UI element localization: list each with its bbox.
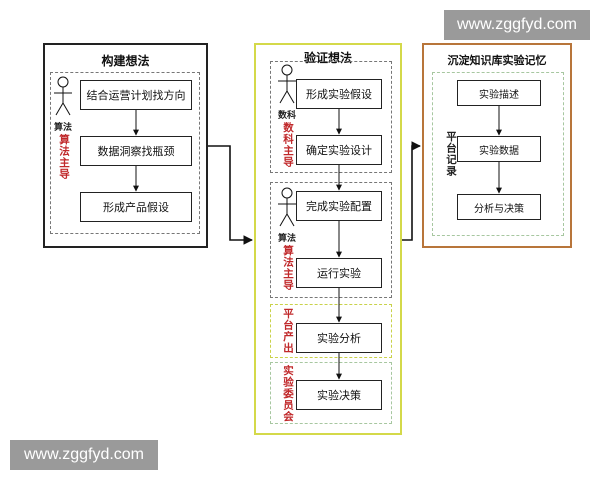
panel-build-title: 构建想法	[101, 54, 150, 68]
connector-build-to-verify	[208, 145, 253, 245]
connector-verify-to-knowledge	[402, 141, 421, 241]
step-experiment-design: 确定实验设计	[296, 135, 382, 165]
knowledge-dashed-group	[432, 72, 564, 236]
step-experiment-description: 实验描述	[457, 80, 541, 106]
step-analysis-decision: 分析与决策	[457, 194, 541, 220]
step-experiment-decision: 实验决策	[296, 380, 382, 410]
actor-figure-build	[54, 76, 72, 116]
actor-figure-datasci	[278, 64, 296, 104]
verify-section-datasci	[270, 61, 392, 173]
step-product-hypothesis: 形成产品假设	[80, 192, 192, 222]
verify-role-platform: 平台产出	[282, 308, 294, 354]
build-role-label: 算法主导	[58, 134, 70, 180]
panel-knowledge-title: 沉淀知识库实验记忆	[447, 54, 547, 67]
build-dashed-group	[50, 72, 200, 234]
verify-role-datasci: 数科主导	[282, 122, 294, 168]
step-experiment-data: 实验数据	[457, 136, 541, 162]
knowledge-role-label: 平台记录	[445, 131, 457, 177]
watermark-top: www.zggfyd.com	[444, 10, 590, 40]
verify-section-committee	[270, 362, 392, 424]
verify-actor-algo: 算法	[277, 234, 296, 244]
step-experiment-analysis: 实验分析	[296, 323, 382, 353]
verify-actor-datasci: 数科	[277, 111, 296, 121]
verify-role-algo: 算法主导	[282, 245, 294, 291]
step-experiment-config: 完成实验配置	[296, 191, 382, 221]
step-run-experiment: 运行实验	[296, 258, 382, 288]
watermark-bottom: www.zggfyd.com	[10, 440, 158, 470]
verify-section-platform	[270, 304, 392, 358]
step-experiment-hypothesis: 形成实验假设	[296, 79, 382, 109]
actor-figure-algo	[278, 187, 296, 227]
verify-role-committee: 实验委员会	[282, 365, 294, 423]
step-data-insight: 数据洞察找瓶颈	[80, 136, 192, 166]
build-actor-label: 算法	[53, 123, 72, 133]
verify-section-algo	[270, 182, 392, 298]
step-combine-ops-plan: 结合运营计划找方向	[80, 80, 192, 110]
